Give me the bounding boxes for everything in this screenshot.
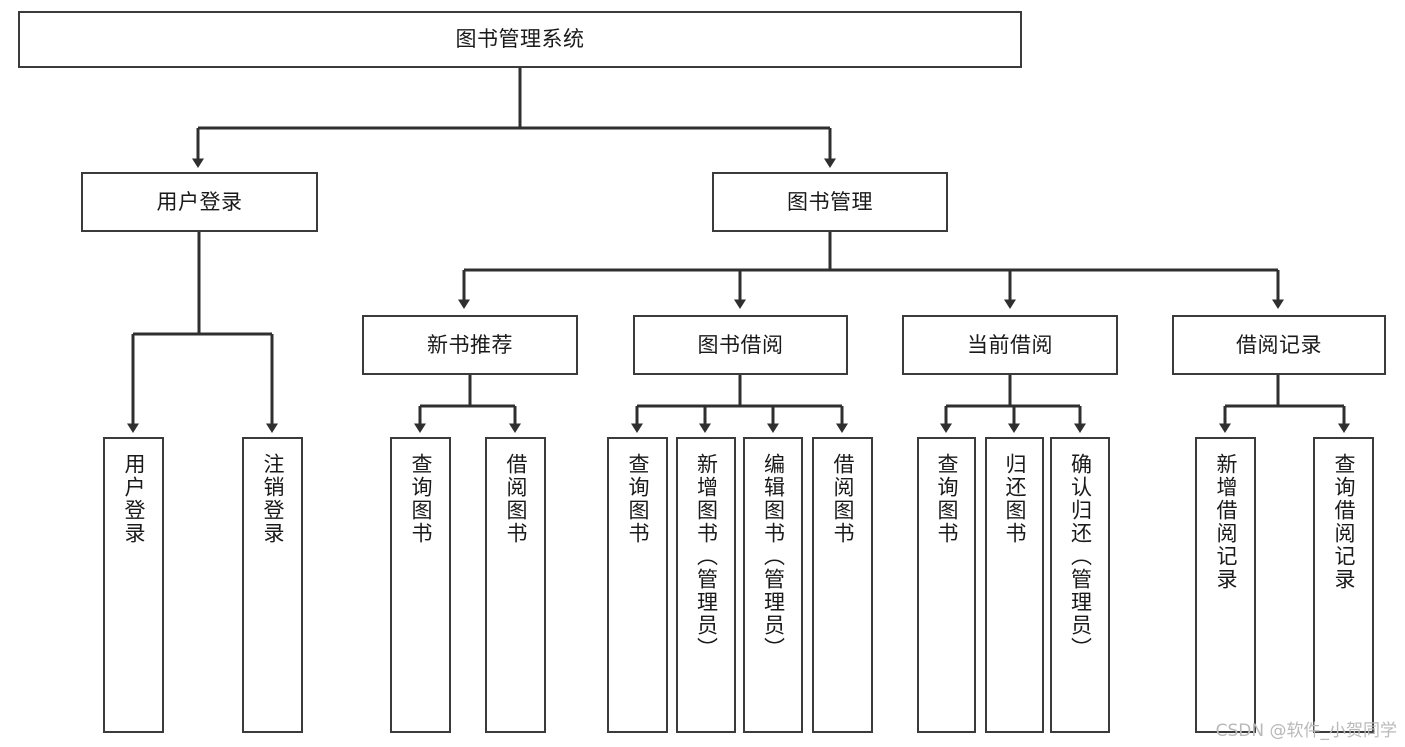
leaf-user-logout-label: 注销登录: [261, 453, 285, 545]
node-borrow-record[interactable]: 借阅记录: [1172, 315, 1386, 375]
leaf-record-query-record[interactable]: 查询借阅记录: [1313, 437, 1374, 733]
leaf-record-add-record-label: 新增借阅记录: [1214, 453, 1238, 591]
node-current-borrow-label: 当前借阅: [967, 332, 1053, 357]
leaf-user-login-label: 用户登录: [122, 453, 146, 545]
leaf-borrow-edit-book-admin-label: 编辑图书（管理员）: [761, 453, 786, 660]
edges-newbook-to-leaves: [414, 375, 521, 433]
leaf-newbook-borrow-book-label: 借阅图书: [504, 453, 528, 545]
leaf-current-confirm-return-admin[interactable]: 确认归还（管理员）: [1050, 437, 1110, 733]
leaf-borrow-borrow-book[interactable]: 借阅图书: [812, 437, 873, 733]
node-book-borrow[interactable]: 图书借阅: [633, 315, 848, 375]
node-book-management[interactable]: 图书管理: [712, 172, 948, 232]
node-user-login-label: 用户登录: [156, 189, 243, 214]
node-root-system-label: 图书管理系统: [455, 27, 585, 52]
leaf-current-query-book-label: 查询图书: [935, 453, 959, 545]
node-borrow-record-label: 借阅记录: [1236, 332, 1322, 357]
node-current-borrow[interactable]: 当前借阅: [902, 315, 1118, 375]
leaf-user-login[interactable]: 用户登录: [103, 437, 164, 733]
leaf-newbook-query-book-label: 查询图书: [409, 453, 433, 545]
edges-current-to-leaves: [940, 375, 1086, 433]
edges-bookmgmt-to-level2: [458, 232, 1284, 309]
node-new-book-recommend-label: 新书推荐: [427, 332, 513, 357]
edges-borrow-to-leaves: [631, 375, 848, 433]
leaf-newbook-query-book[interactable]: 查询图书: [390, 437, 451, 733]
leaf-borrow-query-book[interactable]: 查询图书: [607, 437, 668, 733]
leaf-user-logout[interactable]: 注销登录: [242, 437, 303, 733]
leaf-current-return-book-label: 归还图书: [1003, 453, 1027, 545]
leaf-newbook-borrow-book[interactable]: 借阅图书: [485, 437, 546, 733]
leaf-borrow-edit-book-admin[interactable]: 编辑图书（管理员）: [743, 437, 803, 733]
leaf-borrow-query-book-label: 查询图书: [626, 453, 650, 545]
leaf-borrow-borrow-book-label: 借阅图书: [831, 453, 855, 545]
leaf-borrow-add-book-admin[interactable]: 新增图书（管理员）: [676, 437, 736, 733]
leaf-current-query-book[interactable]: 查询图书: [917, 437, 976, 733]
leaf-borrow-add-book-admin-label: 新增图书（管理员）: [694, 453, 719, 660]
node-new-book-recommend[interactable]: 新书推荐: [362, 315, 578, 375]
edges-userlogin-to-leaves: [127, 232, 278, 433]
node-book-borrow-label: 图书借阅: [697, 332, 784, 357]
leaf-current-confirm-return-admin-label: 确认归还（管理员）: [1068, 453, 1093, 660]
node-root-system[interactable]: 图书管理系统: [18, 11, 1022, 68]
leaf-record-query-record-label: 查询借阅记录: [1332, 453, 1356, 591]
edges-record-to-leaves: [1219, 375, 1350, 433]
node-book-management-label: 图书管理: [787, 189, 873, 214]
edges-root-to-level1: [192, 68, 836, 168]
leaf-current-return-book[interactable]: 归还图书: [985, 437, 1044, 733]
leaf-record-add-record[interactable]: 新增借阅记录: [1195, 437, 1256, 733]
node-user-login[interactable]: 用户登录: [81, 172, 318, 232]
